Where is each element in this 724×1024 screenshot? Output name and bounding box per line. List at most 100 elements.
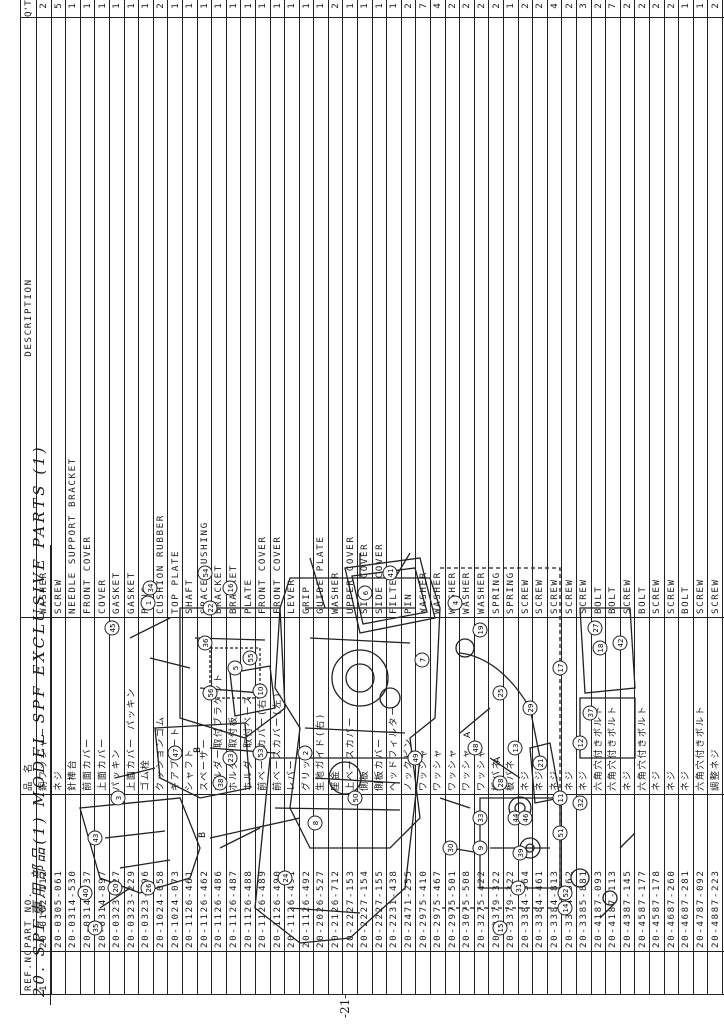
- callout-circle: [522, 700, 538, 716]
- qty-cell: 1: [313, 0, 329, 18]
- description-cell: FILTER: [386, 17, 402, 618]
- callout-38: 38: [212, 775, 228, 791]
- callout-10: 10: [252, 683, 268, 699]
- section-marker-b: B: [193, 747, 203, 753]
- callout-31: 31: [510, 880, 526, 896]
- callout-label: 34: [147, 583, 155, 592]
- description-cell: BOLT: [634, 17, 650, 618]
- callout-label: 51: [557, 829, 565, 838]
- qty-cell: 1: [211, 0, 227, 18]
- description-cell: FRONT COVER: [80, 17, 95, 618]
- callout-label: 38: [217, 779, 225, 788]
- ref-no-cell: [197, 951, 212, 995]
- callout-circle: [612, 635, 628, 651]
- callout-circle: [507, 740, 523, 756]
- qty-cell: 7: [605, 0, 621, 18]
- qty-cell: 2: [459, 0, 475, 18]
- diagram-line-art: [79, 552, 636, 944]
- callout-27: 27: [587, 620, 603, 636]
- callout-circle: [110, 790, 126, 806]
- ref-no-cell: [357, 951, 373, 995]
- callout-circle: [212, 775, 228, 791]
- header-qty: Q'TY: [20, 0, 37, 18]
- part-no-cell: 20-4687-260: [664, 794, 679, 952]
- qty-cell: 2: [518, 0, 533, 18]
- qty-cell: 4: [547, 0, 562, 18]
- callout-label: 56: [207, 688, 215, 697]
- qty-cell: 1: [693, 0, 708, 18]
- callout-32: 32: [572, 795, 588, 811]
- callout-18: 18: [592, 640, 608, 656]
- callout-label: 18: [597, 644, 605, 653]
- callout-4: 4: [447, 595, 463, 611]
- qty-cell: 5: [51, 0, 66, 18]
- ref-no-cell: [488, 951, 504, 995]
- callout-label: 27: [592, 624, 600, 633]
- callout-label: 29: [527, 704, 535, 713]
- callout-circle: [572, 795, 588, 811]
- callout-circle: [252, 745, 268, 761]
- qty-cell: 1: [226, 0, 241, 18]
- callout-label: 16: [227, 583, 235, 592]
- qty-cell: 1: [299, 0, 314, 18]
- callout-21: 21: [532, 755, 548, 771]
- description-cell: UPPER COVER: [342, 17, 358, 618]
- callout-circle: [202, 685, 218, 701]
- callout-label: 37: [587, 709, 595, 718]
- name-jp-cell: ネジ: [664, 617, 679, 795]
- description-cell: SPRING: [488, 17, 504, 618]
- description-cell: SIDE COVER: [372, 17, 387, 618]
- qty-cell: 2: [328, 0, 343, 18]
- callout-label: 54: [202, 568, 210, 577]
- callout-42: 42: [612, 635, 628, 651]
- callout-15: 15: [492, 920, 508, 936]
- ref-no-cell: [138, 951, 154, 995]
- ref-no-cell: [591, 951, 606, 995]
- description-cell: COVER: [94, 17, 110, 618]
- callout-35: 35: [87, 920, 103, 936]
- callout-circle: [382, 565, 398, 581]
- callout-label: 46: [522, 813, 530, 822]
- qty-cell: 2: [153, 0, 168, 18]
- description-cell: WASHER: [415, 17, 431, 618]
- qty-cell: 1: [197, 0, 212, 18]
- ref-no-cell: [94, 951, 110, 995]
- callout-7: 7: [414, 652, 430, 668]
- callout-label: 9: [477, 846, 485, 850]
- ref-no-cell: [532, 951, 548, 995]
- ref-no-cell: [255, 951, 270, 995]
- description-cell: GASKET: [109, 17, 125, 618]
- callout-label: 7: [419, 658, 427, 662]
- callout-circle: [592, 640, 608, 656]
- description-cell: SCREW: [620, 17, 635, 618]
- qty-cell: 2: [707, 0, 723, 18]
- callout-24: 24: [277, 870, 293, 886]
- title-underline: [50, 545, 51, 1005]
- callout-label: 5: [232, 666, 240, 670]
- description-cell: SCREW: [547, 17, 562, 618]
- callout-2: 2: [297, 745, 313, 761]
- callout-34: 34: [142, 580, 158, 596]
- callout-3: 3: [110, 790, 126, 806]
- callout-label: 53: [257, 749, 265, 758]
- callout-circle: [140, 595, 156, 611]
- qty-cell: 2: [401, 0, 416, 18]
- callout-label: 2: [302, 751, 310, 755]
- page-title: 20. SPF専用部品(1) MODEL SPF EXCLUSIVE PARTS…: [30, 444, 48, 997]
- ref-no-cell: [182, 951, 198, 995]
- description-cell: BRACKET: [211, 17, 227, 618]
- ref-no-cell: [620, 951, 635, 995]
- ref-no-cell: [518, 951, 533, 995]
- callout-label: 21: [537, 759, 545, 768]
- callout-circle: [517, 810, 533, 826]
- qty-cell: 1: [270, 0, 285, 18]
- qty-cell: 1: [80, 0, 95, 18]
- section-marker-a: A: [493, 756, 503, 763]
- callout-circle: [532, 755, 548, 771]
- callout-circle: [552, 660, 568, 676]
- qty-cell: 1: [124, 0, 139, 18]
- description-cell: NEEDLE SUPPORT BRACKET: [65, 17, 81, 618]
- description-cell: SIDE COVER: [357, 17, 373, 618]
- callout-52: 52: [557, 885, 573, 901]
- callout-circle: [407, 750, 423, 766]
